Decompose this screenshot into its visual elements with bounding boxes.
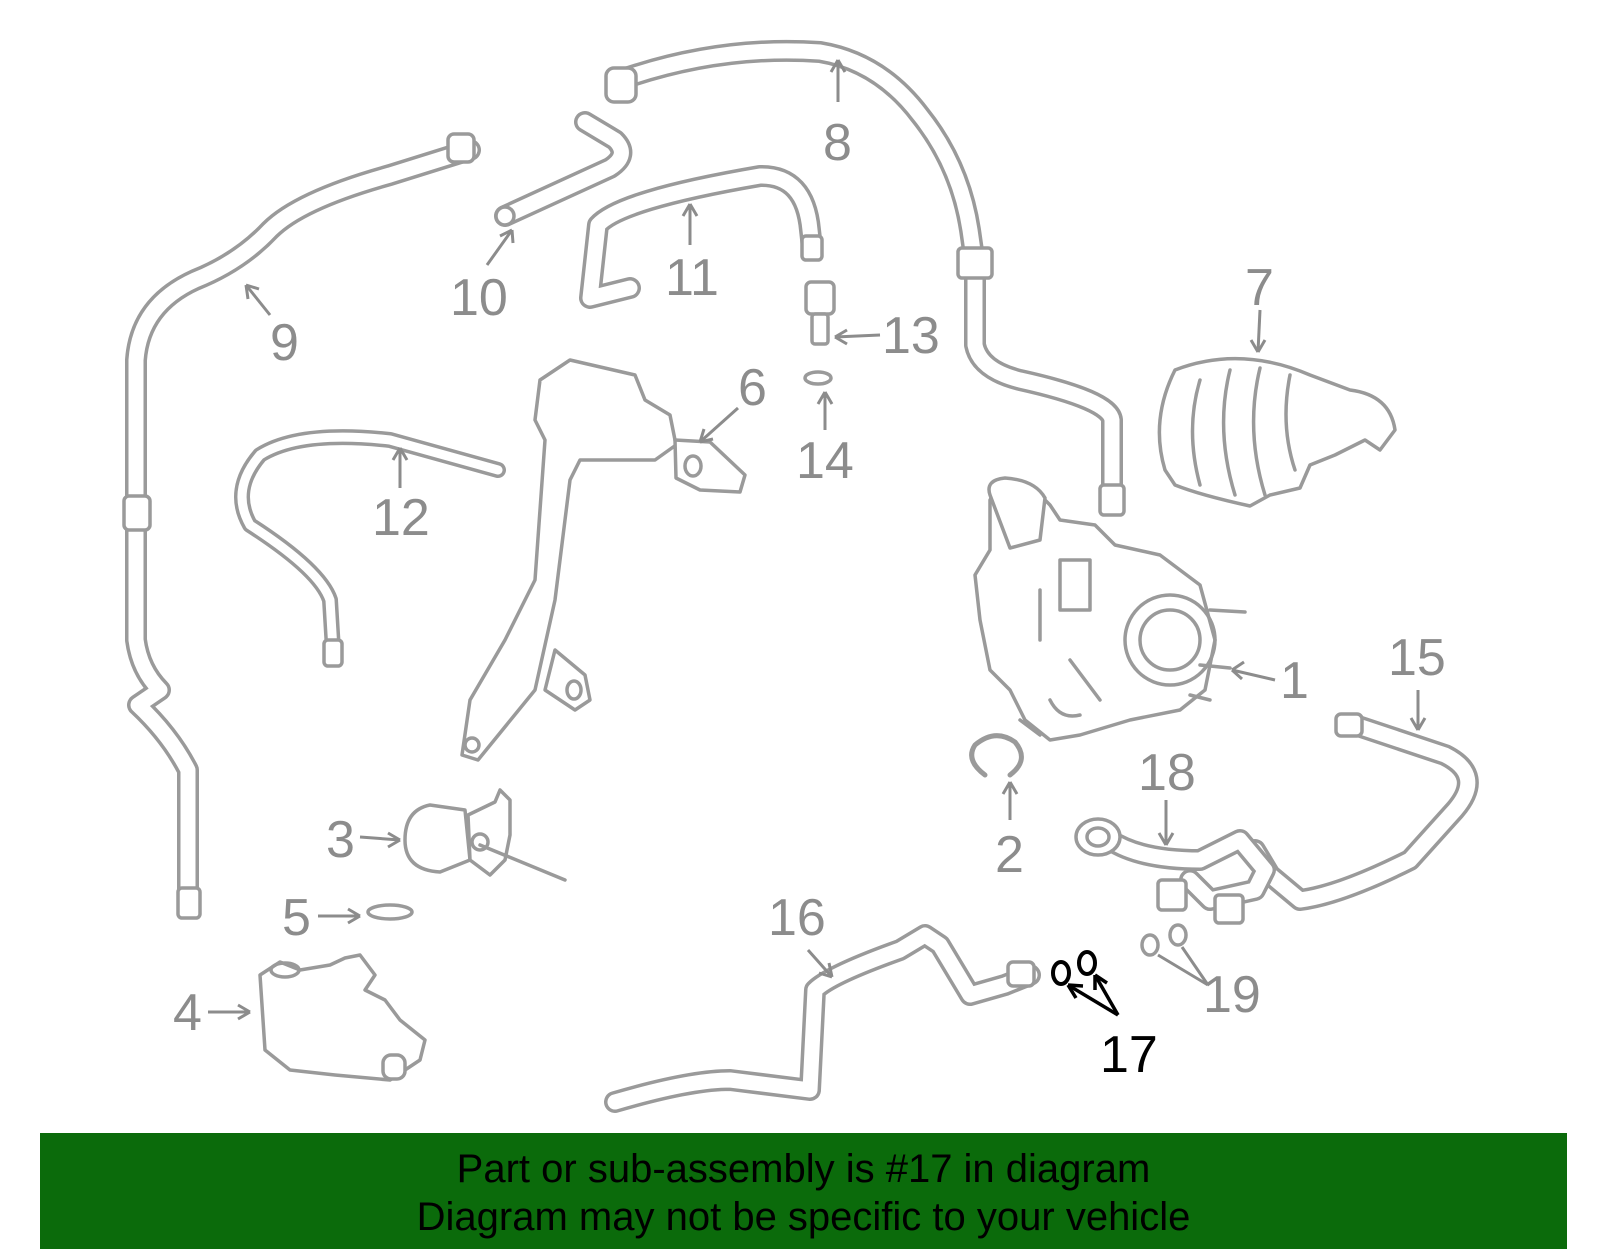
part-1-turbocharger xyxy=(973,476,1247,742)
part-16-line xyxy=(604,924,1041,1113)
callout-16: 16 xyxy=(768,889,826,947)
callout-8: 8 xyxy=(823,114,852,172)
callout-15: 15 xyxy=(1388,629,1446,687)
callout-9: 9 xyxy=(270,314,299,372)
callout-11: 11 xyxy=(665,249,719,307)
part-5-oring xyxy=(366,903,414,921)
part-14-oring xyxy=(803,370,833,386)
callout-3: 3 xyxy=(326,811,355,869)
info-banner: Part or sub-assembly is #17 in diagram D… xyxy=(40,1133,1567,1249)
part-18-line xyxy=(1074,817,1276,925)
callout-19: 19 xyxy=(1203,966,1261,1024)
part-6-bracket xyxy=(460,358,747,762)
leader-19a xyxy=(1157,953,1209,987)
part-15-line xyxy=(1244,712,1479,911)
part-10-hose xyxy=(494,111,633,227)
callout-labels: 1 2 3 4 5 6 7 8 9 10 11 12 13 14 15 16 1… xyxy=(173,114,1446,1084)
callout-7: 7 xyxy=(1245,259,1274,317)
part-2-clamp xyxy=(969,733,1024,778)
callout-1: 1 xyxy=(1280,652,1309,710)
leader-6 xyxy=(698,406,740,444)
leader-17a xyxy=(1067,983,1119,1017)
part-13-fitting xyxy=(804,280,836,346)
leader-9 xyxy=(244,284,272,316)
part-3-actuator xyxy=(403,788,567,882)
callout-18: 18 xyxy=(1138,744,1196,802)
leader-3 xyxy=(359,835,401,842)
leader-lines xyxy=(208,59,1427,1021)
banner-line-1: Part or sub-assembly is #17 in diagram xyxy=(456,1147,1151,1191)
callout-6: 6 xyxy=(738,359,767,417)
part-8-line xyxy=(604,39,1126,517)
part-4-canister xyxy=(258,953,427,1082)
parts-diagram: 1 2 3 4 5 6 7 8 9 10 11 12 13 14 15 16 1… xyxy=(122,39,1479,1113)
leader-13 xyxy=(834,333,881,339)
leader-1 xyxy=(1231,668,1276,682)
callout-17: 17 xyxy=(1100,1026,1158,1084)
part-11-line xyxy=(579,165,824,309)
callout-4: 4 xyxy=(173,984,202,1042)
part-9-line xyxy=(122,132,481,920)
leader-10 xyxy=(485,229,514,266)
callout-14: 14 xyxy=(796,432,854,490)
callout-5: 5 xyxy=(282,889,311,947)
leader-17b xyxy=(1093,974,1120,1016)
callout-13: 13 xyxy=(882,307,940,365)
part-19-orings xyxy=(1140,923,1188,957)
part-17-orings xyxy=(1051,950,1097,986)
part-7-shield xyxy=(1157,356,1397,508)
leader-16 xyxy=(806,949,834,978)
callout-10: 10 xyxy=(450,269,508,327)
leader-19b xyxy=(1180,946,1210,986)
part-12-line xyxy=(234,429,506,668)
leader-7 xyxy=(1256,309,1262,353)
callout-2: 2 xyxy=(995,826,1024,884)
callout-12: 12 xyxy=(372,489,430,547)
banner-line-2: Diagram may not be specific to your vehi… xyxy=(416,1195,1191,1239)
